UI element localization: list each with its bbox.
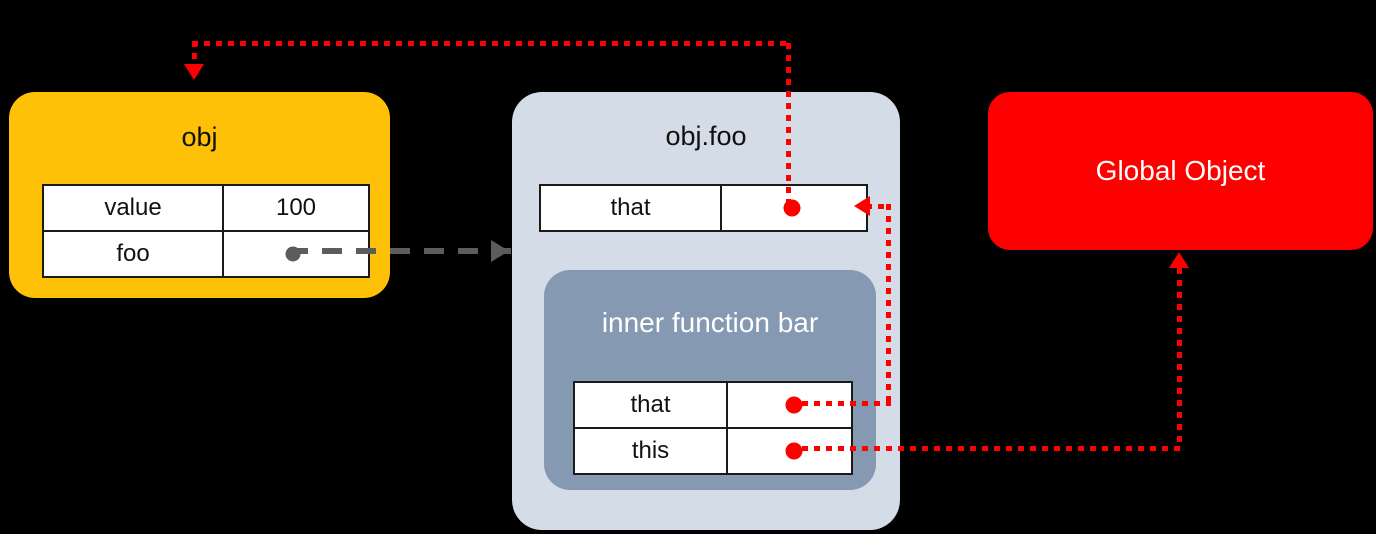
global-object-title: Global Object [1095, 155, 1266, 186]
connector-inner-that-to-objfoo-that-horizontal [866, 204, 891, 209]
connector-obj-foo-to-objfoo [288, 248, 511, 254]
connector-inner-that-horizontal [790, 401, 891, 406]
arrowhead-right-icon [491, 240, 509, 262]
table-row[interactable]: this [573, 427, 853, 475]
inner-property-table: that this [573, 381, 853, 475]
obj-row-foo-value [222, 230, 370, 278]
table-row[interactable]: that [539, 184, 868, 232]
obj-box-title: obj [181, 122, 218, 152]
obj-property-table: value 100 foo [42, 184, 370, 278]
connector-inner-this-horizontal [790, 446, 1182, 451]
table-row[interactable]: value 100 [42, 184, 370, 232]
connector-inner-that-vertical [886, 204, 891, 404]
inner-row-this-value [726, 427, 853, 475]
connector-objfoo-that-to-obj-vertical-right [786, 43, 791, 206]
connector-objfoo-that-to-obj-horizontal [192, 41, 789, 46]
arrowhead-down-icon [184, 64, 204, 80]
connector-objfoo-that-to-obj-vertical-left [192, 41, 197, 69]
objfoo-row-that-key: that [539, 184, 722, 232]
obj-row-value-value: 100 [222, 184, 370, 232]
arrowhead-left-icon [854, 196, 870, 216]
inner-function-bar-title: inner function bar [601, 307, 819, 338]
obj-row-foo-key: foo [42, 230, 224, 278]
objfoo-box-title: obj.foo [665, 121, 747, 151]
table-row[interactable]: that [573, 381, 853, 429]
objfoo-row-that-value [720, 184, 868, 232]
objfoo-property-table: that [539, 184, 868, 232]
table-row[interactable]: foo [42, 230, 370, 278]
inner-row-that-key: that [573, 381, 728, 429]
global-object-box[interactable]: Global Object [988, 92, 1373, 250]
connector-inner-this-vertical [1177, 268, 1182, 448]
inner-function-bar-box[interactable]: inner function bar that this [544, 270, 876, 490]
obj-row-value-key: value [42, 184, 224, 232]
arrowhead-up-icon [1169, 252, 1189, 268]
inner-row-this-key: this [573, 427, 728, 475]
objfoo-box[interactable]: obj.foo that inner function bar that [512, 92, 900, 530]
obj-box[interactable]: obj value 100 foo [9, 92, 390, 298]
